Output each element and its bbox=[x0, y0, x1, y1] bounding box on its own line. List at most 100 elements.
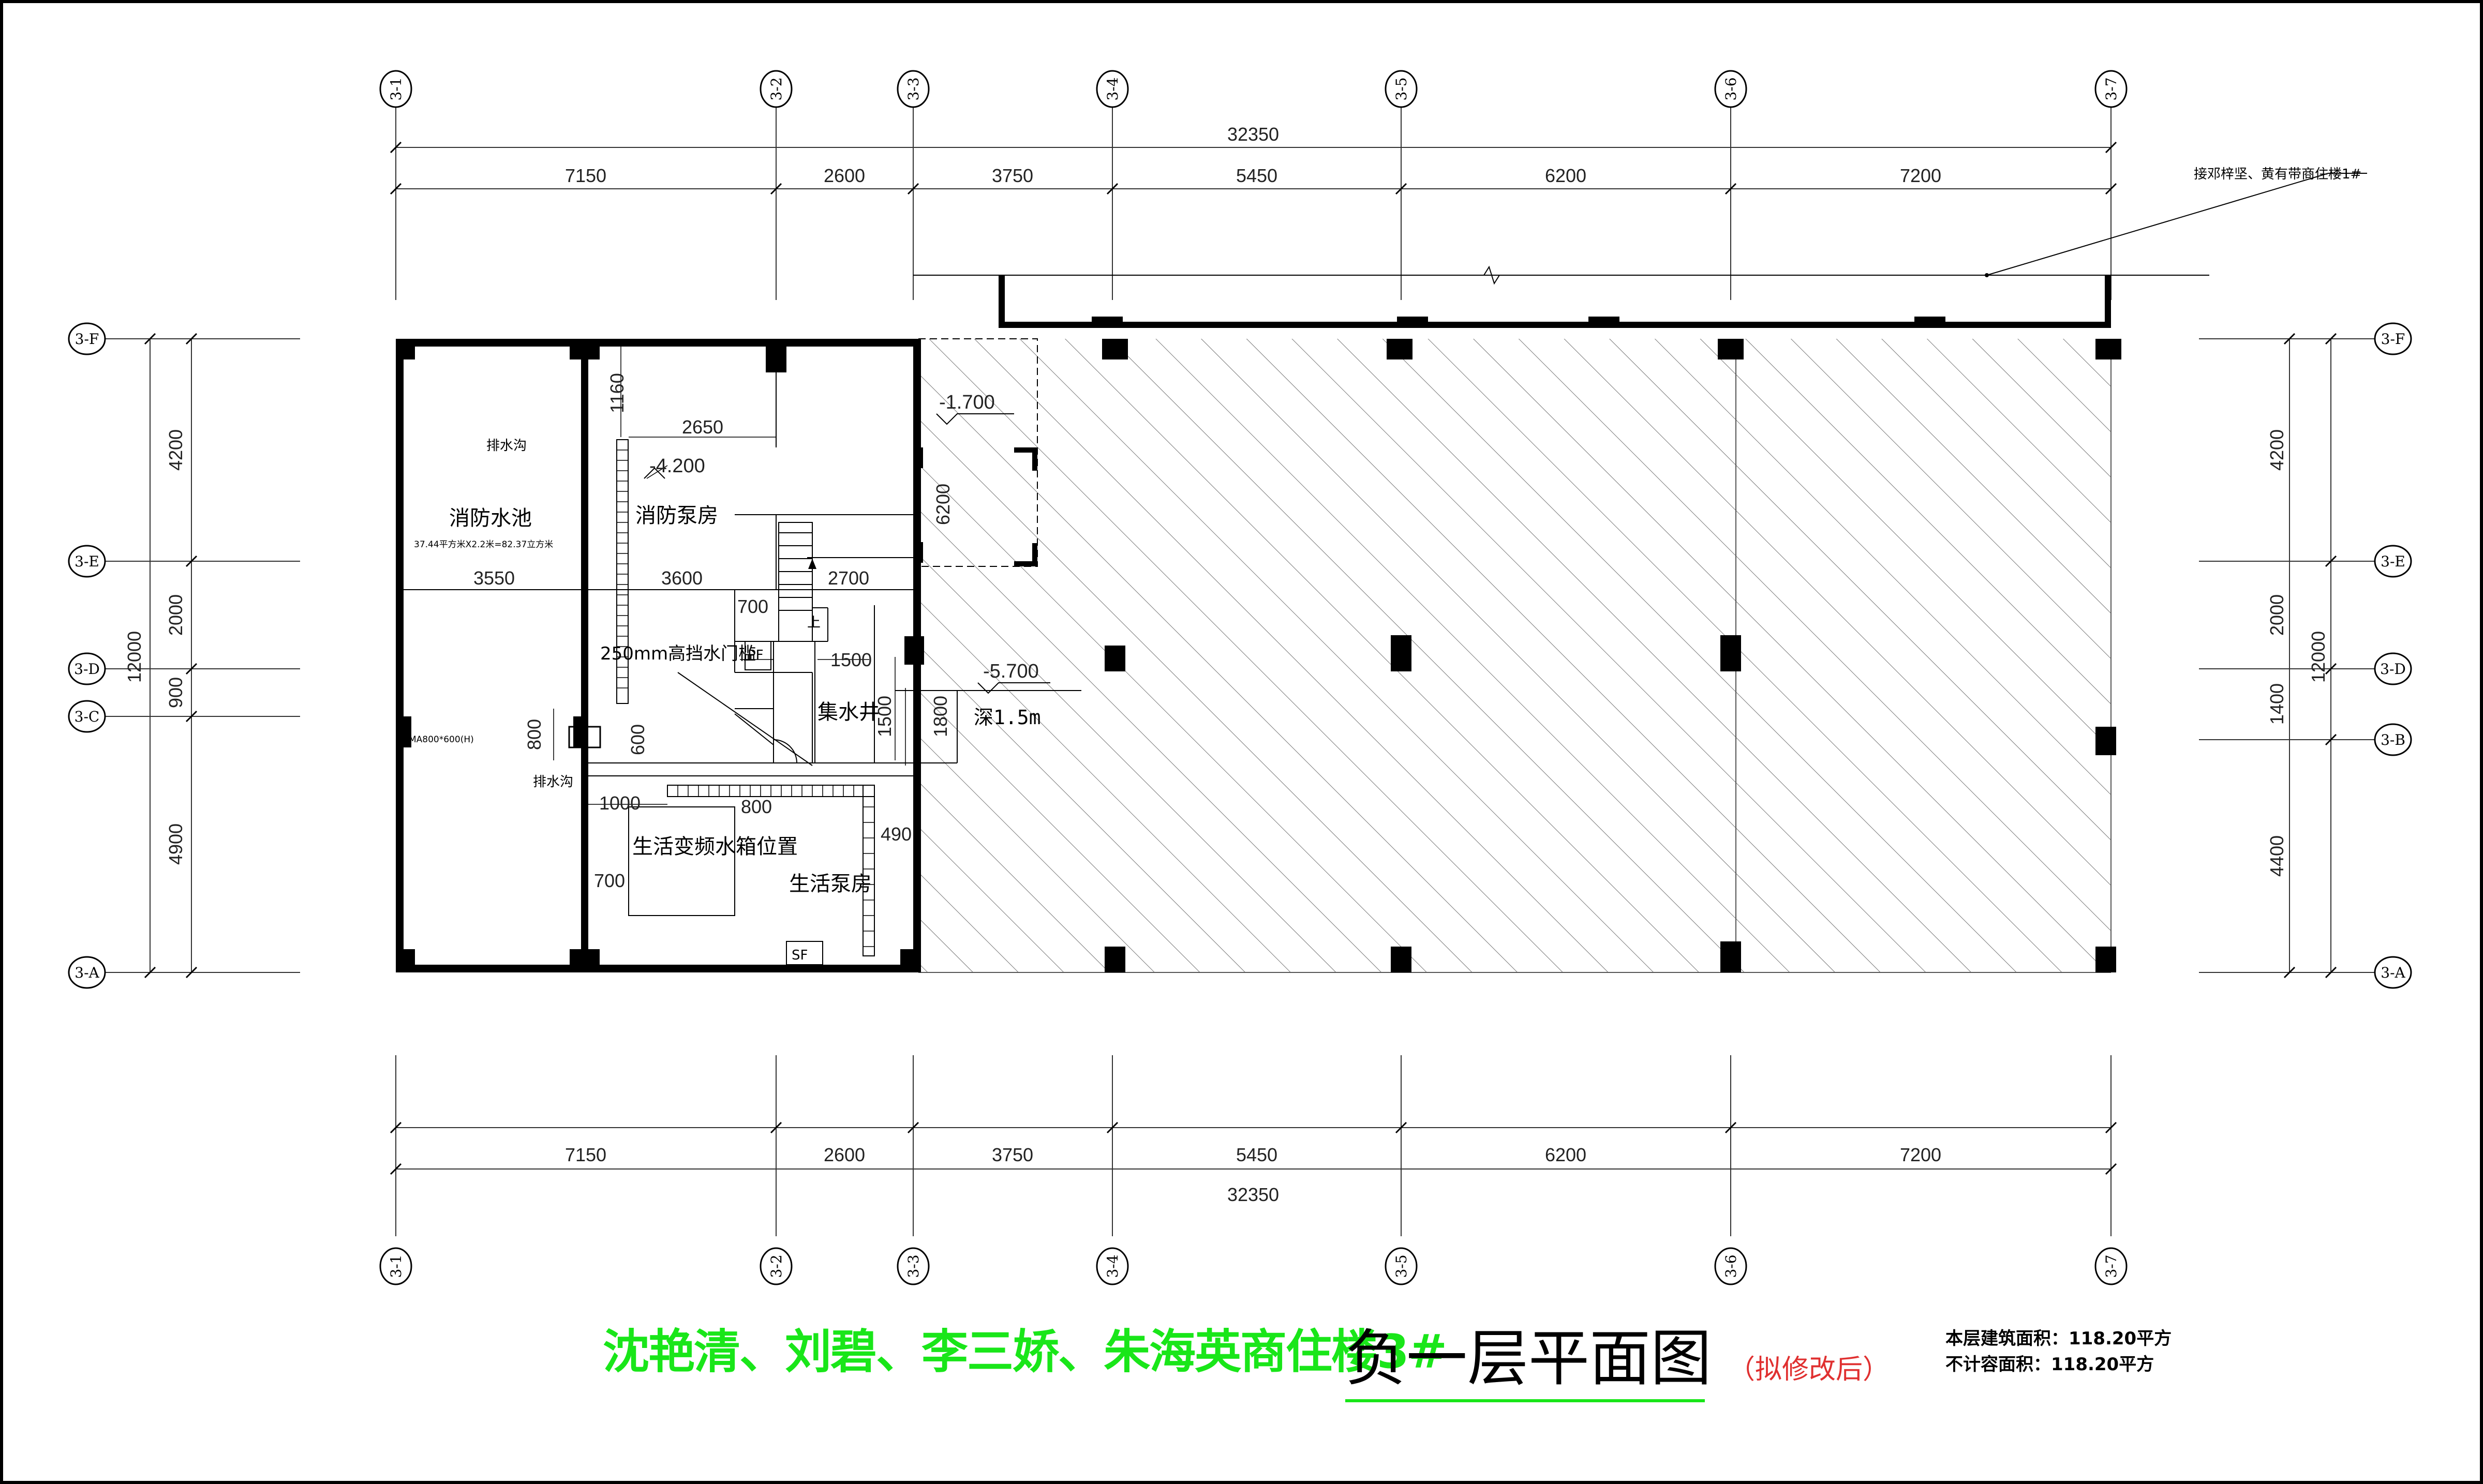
fire-pool-volume: 37.44平方米X2.2米=82.37立方米 bbox=[414, 539, 553, 550]
dim-6200: 6200 bbox=[932, 484, 954, 525]
dim-600: 600 bbox=[627, 724, 648, 755]
area-excluded: 不计容面积：118.20平方 bbox=[1945, 1354, 2154, 1375]
dim-span-2: 2600 bbox=[824, 165, 865, 186]
dim-700b: 700 bbox=[594, 870, 625, 891]
dim-right-1: 4200 bbox=[2266, 429, 2287, 471]
grid-lines bbox=[103, 103, 2375, 1236]
dim-1160: 1160 bbox=[606, 373, 628, 413]
axis-label-3-B-right: 3-B bbox=[2381, 731, 2405, 748]
pf-fan-box bbox=[745, 641, 771, 670]
dim-left-3: 900 bbox=[165, 677, 186, 708]
columns bbox=[1102, 339, 2121, 972]
dimension-ticks bbox=[144, 141, 2337, 1175]
sump-depth: 深1.5m bbox=[974, 706, 1041, 729]
dim-left-4: 4900 bbox=[165, 823, 186, 865]
dim-800b: 800 bbox=[741, 796, 772, 817]
dim-right-2: 2000 bbox=[2266, 594, 2287, 636]
axis-label-3-F-left: 3-F bbox=[75, 331, 99, 348]
level-1: -1.700 bbox=[939, 392, 995, 413]
dim-1500v: 1500 bbox=[874, 696, 895, 737]
wall-opening bbox=[568, 726, 601, 748]
dim-span-6: 7200 bbox=[1900, 165, 1941, 186]
title-subtitle: （拟修改后） bbox=[1728, 1354, 1890, 1385]
room-fire-pump: 消防泵房 bbox=[635, 504, 718, 528]
dim-2650: 2650 bbox=[682, 416, 723, 438]
dim-left-total: 12000 bbox=[124, 631, 145, 683]
dim-3600: 3600 bbox=[661, 567, 703, 589]
axis-label-3-7-bottom: 3-7 bbox=[2103, 1254, 2120, 1278]
axis-label-3-2-bottom: 3-2 bbox=[768, 1254, 785, 1278]
sf-fan-box bbox=[786, 941, 823, 965]
pf-label: PF bbox=[748, 648, 764, 663]
axis-label-3-4-bottom: 3-4 bbox=[1104, 1254, 1121, 1278]
dim-700a: 700 bbox=[737, 596, 768, 617]
area-building: 本层建筑面积：118.20平方 bbox=[1945, 1328, 2172, 1349]
room-sump: 集水井 bbox=[817, 700, 880, 724]
axis-label-3-C-left: 3-C bbox=[75, 708, 100, 725]
axis-label-3-5-top: 3-5 bbox=[1393, 77, 1410, 100]
pump-room-walls bbox=[396, 339, 924, 972]
dim-right-3: 1400 bbox=[2266, 683, 2287, 725]
stair-up: 上 bbox=[807, 615, 821, 631]
stair-steps bbox=[778, 522, 828, 642]
title-main: 负一层平面图 bbox=[1345, 1323, 1712, 1394]
adjacent-wall bbox=[913, 173, 2367, 328]
axis-label-3-4-top: 3-4 bbox=[1104, 77, 1121, 100]
dim-1000: 1000 bbox=[599, 792, 641, 814]
axis-label-3-6-top: 3-6 bbox=[1722, 77, 1739, 100]
axis-label-3-7-top: 3-7 bbox=[2103, 77, 2120, 100]
dim-right-4: 4400 bbox=[2266, 835, 2287, 877]
dim-span-2-bottom: 2600 bbox=[824, 1144, 865, 1165]
level-2: -4.200 bbox=[649, 455, 705, 477]
level-3: -5.700 bbox=[983, 661, 1039, 682]
drain-label-2: 排水沟 bbox=[533, 774, 573, 790]
title-owners: 沈艳清、刘碧、李三娇、朱海英商住楼3# bbox=[603, 1325, 1447, 1379]
dim-490: 490 bbox=[881, 823, 912, 845]
dim-span-1: 7150 bbox=[565, 165, 606, 186]
dim-right-total: 12000 bbox=[2308, 631, 2329, 683]
dim-span-3: 3750 bbox=[992, 165, 1033, 186]
axis-label-3-2-top: 3-2 bbox=[768, 77, 785, 100]
dim-span-6-bottom: 7200 bbox=[1900, 1144, 1941, 1165]
axis-label-3-E-right: 3-E bbox=[2381, 553, 2405, 570]
dim-1500: 1500 bbox=[830, 649, 872, 670]
axis-label-3-3-top: 3-3 bbox=[905, 77, 922, 100]
dim-left-1: 4200 bbox=[165, 429, 186, 471]
axis-label-3-F-right: 3-F bbox=[2381, 331, 2405, 348]
dim-800a: 800 bbox=[524, 719, 545, 750]
axis-bubbles bbox=[68, 70, 2412, 1285]
dim-span-5: 6200 bbox=[1545, 165, 1586, 186]
adjacent-note: 接邓梓坚、黄有带商住楼1# bbox=[2194, 167, 2361, 182]
axis-label-3-E-left: 3-E bbox=[75, 553, 99, 570]
axis-label-3-5-bottom: 3-5 bbox=[1393, 1254, 1410, 1278]
dim-total-bottom: 32350 bbox=[1227, 1184, 1279, 1205]
dim-1800: 1800 bbox=[930, 696, 951, 737]
drain-ladder-vertical bbox=[616, 439, 629, 704]
axis-label-3-D-right: 3-D bbox=[2380, 661, 2406, 678]
dim-left-2: 2000 bbox=[165, 594, 186, 636]
title-underline bbox=[1345, 1399, 1705, 1402]
dim-total-top: 32350 bbox=[1227, 124, 1279, 145]
dim-3550: 3550 bbox=[473, 567, 515, 589]
room-water-tank: 生活变频水箱位置 bbox=[632, 835, 798, 859]
door-sill-note: 250mm高挡水门槛 bbox=[600, 643, 756, 664]
drain-label-1: 排水沟 bbox=[486, 438, 527, 454]
dim-span-5-bottom: 6200 bbox=[1545, 1144, 1586, 1165]
axis-label-3-D-left: 3-D bbox=[74, 661, 100, 678]
dim-span-4-bottom: 5450 bbox=[1236, 1144, 1277, 1165]
dim-span-3-bottom: 3750 bbox=[992, 1144, 1033, 1165]
room-life-pump: 生活泵房 bbox=[789, 872, 872, 896]
axis-label-3-1-bottom: 3-1 bbox=[388, 1254, 405, 1278]
opening-size: MA800*600(H) bbox=[409, 734, 474, 745]
hatched-area bbox=[918, 339, 2111, 972]
axis-label-3-3-bottom: 3-3 bbox=[905, 1254, 922, 1278]
axis-label-3-6-bottom: 3-6 bbox=[1722, 1254, 1739, 1278]
dim-2700: 2700 bbox=[828, 567, 869, 589]
axis-label-3-A-right: 3-A bbox=[2381, 964, 2405, 981]
room-fire-pool: 消防水池 bbox=[449, 506, 532, 530]
sf-label: SF bbox=[792, 948, 808, 963]
axis-label-3-1-top: 3-1 bbox=[388, 77, 405, 100]
dim-span-1-bottom: 7150 bbox=[565, 1144, 606, 1165]
dim-span-4: 5450 bbox=[1236, 165, 1277, 186]
